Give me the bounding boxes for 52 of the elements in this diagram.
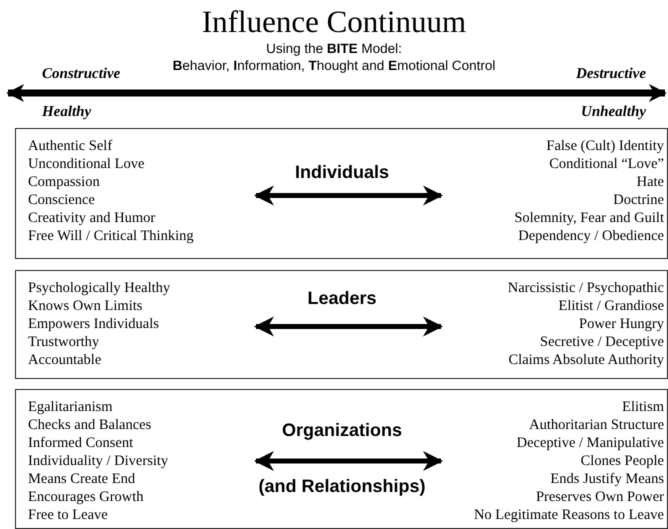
list-item: Narcissistic / Psychopathic [506,279,664,297]
list-item: Doctrine [612,191,664,209]
list-item: Elitist / Grandiose [557,297,664,315]
list-item: False (Cult) Identity [545,137,664,155]
list-item: Conditional “Love” [548,155,664,173]
list-item: Deceptive / Manipulative [516,434,664,452]
subtitle-text: Using the BITE Model: [265,41,403,56]
list-item: Unconditional Love [28,155,146,173]
list-item: Power Hungry [578,315,664,333]
category-heading: (and Relationships) [258,476,426,497]
category-panel [15,389,668,529]
list-item: Means Create End [28,470,136,488]
scale-label: Constructive [42,66,120,83]
scale-label: Healthy [42,104,92,121]
scale-label: Unhealthy [580,104,646,121]
double-arrow [254,186,443,206]
double-arrow [254,316,443,336]
list-item: Secretive / Deceptive [539,333,664,351]
scale-label: Destructive [576,66,646,83]
category-panel [15,128,668,259]
category-heading: Organizations [282,420,402,441]
list-item: Informed Consent [28,434,134,452]
list-item: Psychologically Healthy [28,279,172,297]
list-item: Individuality / Diversity [28,452,170,470]
list-item: Conscience [28,191,96,209]
list-item: Creativity and Humor [28,209,156,227]
title: Influence Continuum [200,4,468,40]
list-item: Compassion [28,173,101,191]
category-panel [15,270,668,379]
list-item: Solemnity, Fear and Guilt [513,209,664,227]
list-item: Dependency / Obedience [517,227,664,245]
category-heading: Leaders [307,288,377,309]
list-item: Empowers Individuals [28,315,160,333]
list-item: Free to Leave [28,506,109,524]
list-item: Clones People [580,452,664,470]
list-item: Hate [636,173,664,191]
list-item: No Legitimate Reasons to Leave [472,506,664,524]
list-item: Encourages Growth [28,488,145,506]
double-arrow [254,451,443,471]
list-item: Trustworthy [28,333,100,351]
category-heading: Individuals [294,162,390,183]
list-item: Preserves Own Power [534,488,664,506]
list-item: Claims Absolute Authority [508,351,664,369]
list-item: Ends Justify Means [549,470,664,488]
list-item: Knows Own Limits [28,297,144,315]
list-item: Accountable [28,351,102,369]
list-item: Free Will / Critical Thinking [28,227,195,245]
list-item: Checks and Balances [28,416,152,434]
list-item: Authoritarian Structure [528,416,664,434]
list-item: Authentic Self [28,137,114,155]
list-item: Elitism [621,398,664,416]
list-item: Egalitarianism [28,398,114,416]
